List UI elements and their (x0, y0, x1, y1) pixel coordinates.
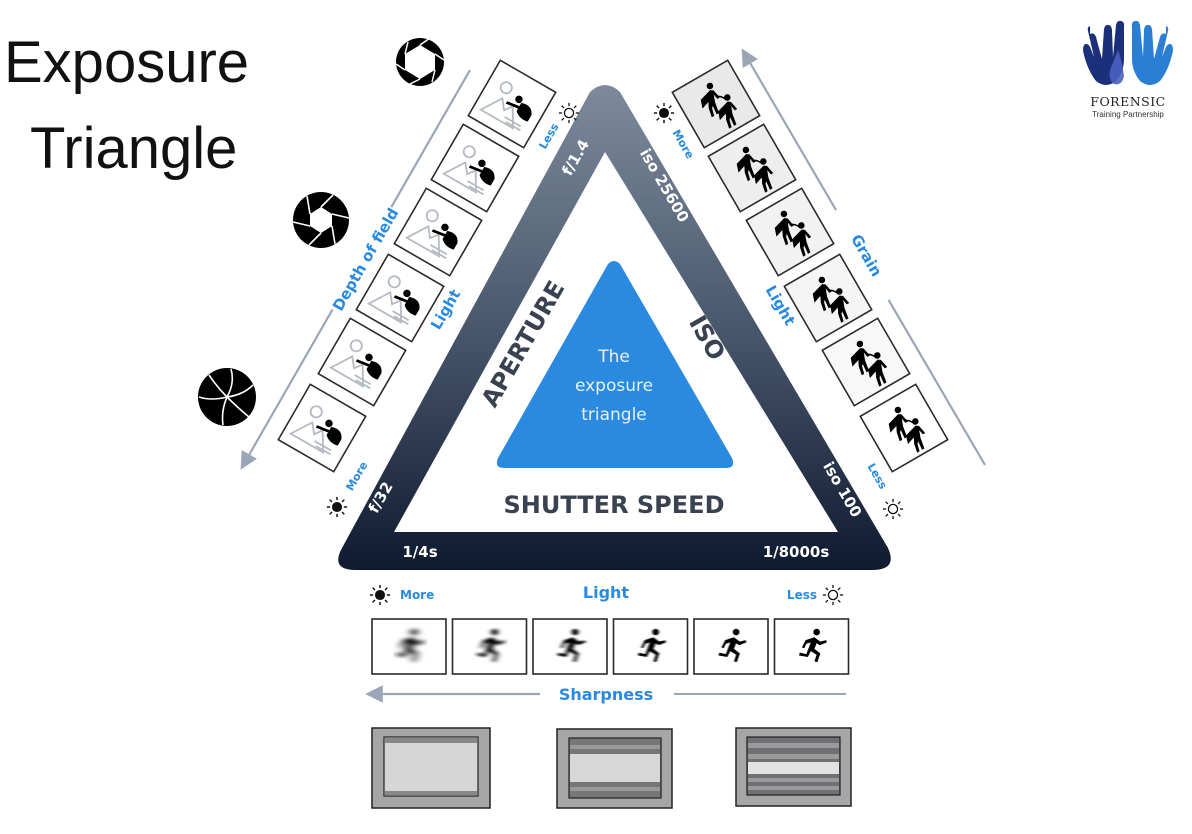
shutter-more-label: More (400, 588, 434, 602)
sharpness-frame (371, 618, 447, 675)
shutter-right-value: 1/8000s (763, 543, 830, 561)
title-line-2: Triangle (30, 116, 238, 181)
center-triangle (496, 261, 734, 468)
shutter-medium-icon (556, 728, 673, 809)
logo: FORENSIC Training Partnership (1076, 16, 1180, 119)
shutter-side: More Light Less Sharpness (365, 583, 852, 809)
iso-side: Grain Light More Less (653, 48, 986, 520)
sun-filled-icon (653, 102, 675, 124)
grain-frame (859, 383, 949, 473)
logo-subtitle: Training Partnership (1092, 110, 1164, 119)
shutter-less-label: Less (787, 588, 817, 602)
aperture-more-label: More (343, 459, 370, 493)
sun-outline-icon (822, 584, 844, 606)
depth-of-field-frame (430, 123, 520, 213)
aperture-wide-open-icon (395, 37, 445, 86)
iso-less-label: Less (865, 461, 890, 492)
hands-icon (1083, 20, 1173, 85)
grain-frame (745, 187, 835, 277)
shutter-fast-icon (735, 727, 852, 807)
title-line-1: Exposure (4, 30, 250, 95)
sharpness-frame (612, 618, 689, 675)
page-title: Exposure Triangle (4, 20, 249, 192)
grain-frame (821, 317, 911, 407)
center-text-line-1: The (597, 347, 630, 367)
iso-more-label: More (670, 127, 697, 161)
shutter-slow-icon (371, 727, 491, 809)
shutter-left-value: 1/4s (402, 543, 437, 561)
grain-frame (707, 123, 797, 213)
depth-of-field-frame (393, 187, 483, 277)
aperture-side: Depth of field Light Less More (198, 37, 580, 518)
aperture-less-label: Less (536, 121, 561, 152)
depth-of-field-frame (467, 59, 557, 149)
sun-outline-icon (558, 102, 580, 124)
sharpness-frame (451, 618, 528, 675)
sun-outline-icon (882, 498, 904, 520)
logo-name: FORENSIC (1090, 94, 1166, 109)
sharpness-frame (693, 618, 769, 675)
sharpness-frame (773, 618, 850, 675)
grain-frame (783, 253, 873, 343)
aperture-closed-icon (198, 368, 256, 426)
sun-filled-icon (369, 584, 391, 606)
grain-frame (671, 59, 761, 149)
sun-filled-icon (326, 496, 348, 518)
depth-of-field-frame (277, 383, 367, 473)
center-text-line-2: exposure (575, 376, 653, 396)
depth-of-field-frame (355, 253, 445, 343)
depth-of-field-frame (317, 317, 407, 407)
sharpness-frame (532, 618, 608, 675)
shutter-light-label: Light (583, 583, 630, 602)
center-text-line-3: triangle (581, 405, 647, 425)
sharpness-label: Sharpness (559, 685, 653, 704)
shutter-speed-label: SHUTTER SPEED (504, 491, 725, 519)
aperture-medium-icon (292, 192, 350, 248)
